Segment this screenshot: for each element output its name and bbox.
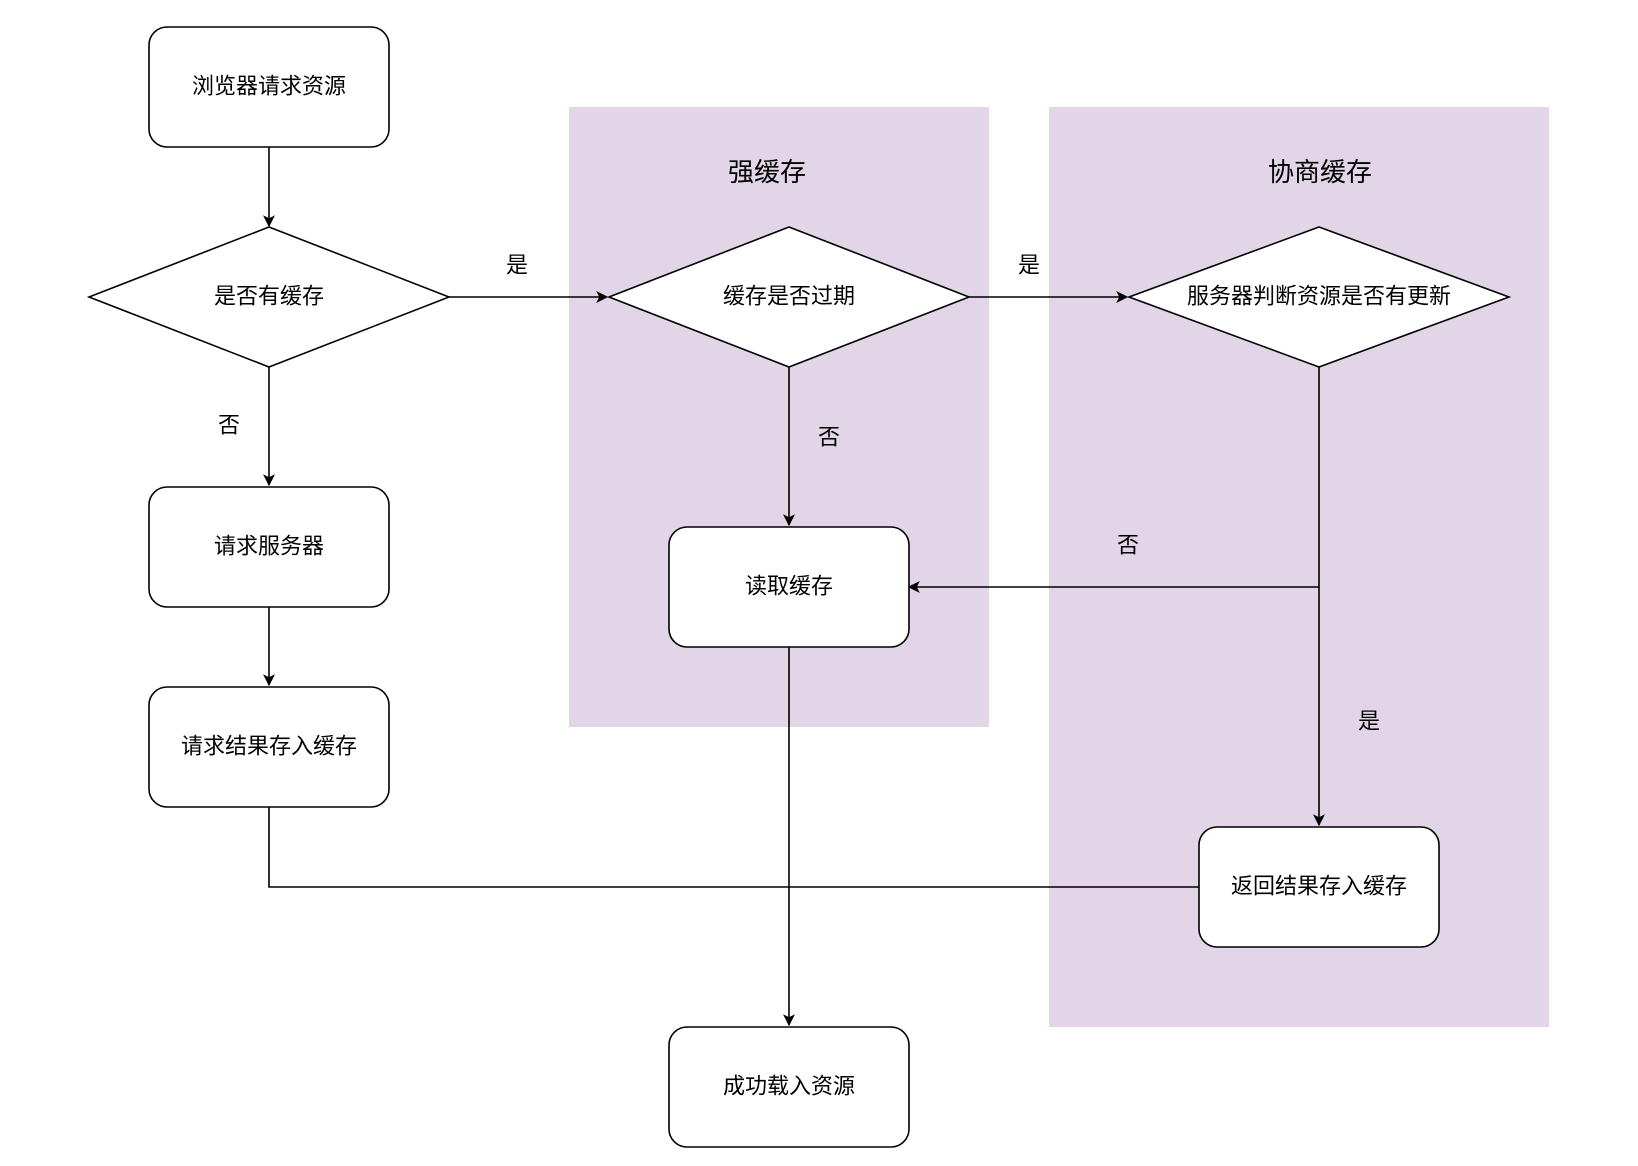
node-store-returned-result: 返回结果存入缓存: [1198, 826, 1440, 948]
label-has-cache-yes: 是: [506, 254, 528, 279]
node-has-cache-label: 是否有缓存: [214, 285, 324, 310]
lane-strong-cache-title: 强缓存: [728, 158, 806, 188]
node-read-cache-label: 读取缓存: [745, 575, 833, 600]
lane-negotiated-cache-title: 协商缓存: [1268, 158, 1372, 188]
edge-store-results-to-success: [268, 807, 1199, 888]
node-request-server: 请求服务器: [148, 486, 390, 608]
label-expired-no: 否: [818, 426, 840, 451]
edge-labels: 是 是 否 否 否 是: [218, 254, 1380, 735]
label-update-yes: 是: [1358, 710, 1380, 735]
node-load-success-label: 成功载入资源: [723, 1075, 855, 1100]
node-has-cache: 是否有缓存: [86, 226, 452, 368]
node-store-request-result-label: 请求结果存入缓存: [181, 735, 357, 760]
node-request-server-label: 请求服务器: [214, 535, 324, 560]
edges: [263, 147, 1325, 1027]
node-cache-expired: 缓存是否过期: [606, 226, 972, 368]
node-read-cache: 读取缓存: [668, 526, 910, 648]
label-update-no: 否: [1117, 534, 1139, 559]
node-server-check-update-label: 服务器判断资源是否有更新: [1187, 285, 1451, 310]
node-store-returned-result-label: 返回结果存入缓存: [1231, 875, 1407, 900]
node-server-check-update: 服务器判断资源是否有更新: [1126, 226, 1512, 368]
label-expired-yes: 是: [1018, 254, 1040, 279]
label-has-cache-no: 否: [218, 414, 240, 439]
node-cache-expired-label: 缓存是否过期: [723, 285, 855, 310]
node-browser-request-label: 浏览器请求资源: [192, 75, 346, 100]
node-load-success: 成功载入资源: [668, 1026, 910, 1148]
node-browser-request: 浏览器请求资源: [148, 26, 390, 148]
node-store-request-result: 请求结果存入缓存: [148, 686, 390, 808]
